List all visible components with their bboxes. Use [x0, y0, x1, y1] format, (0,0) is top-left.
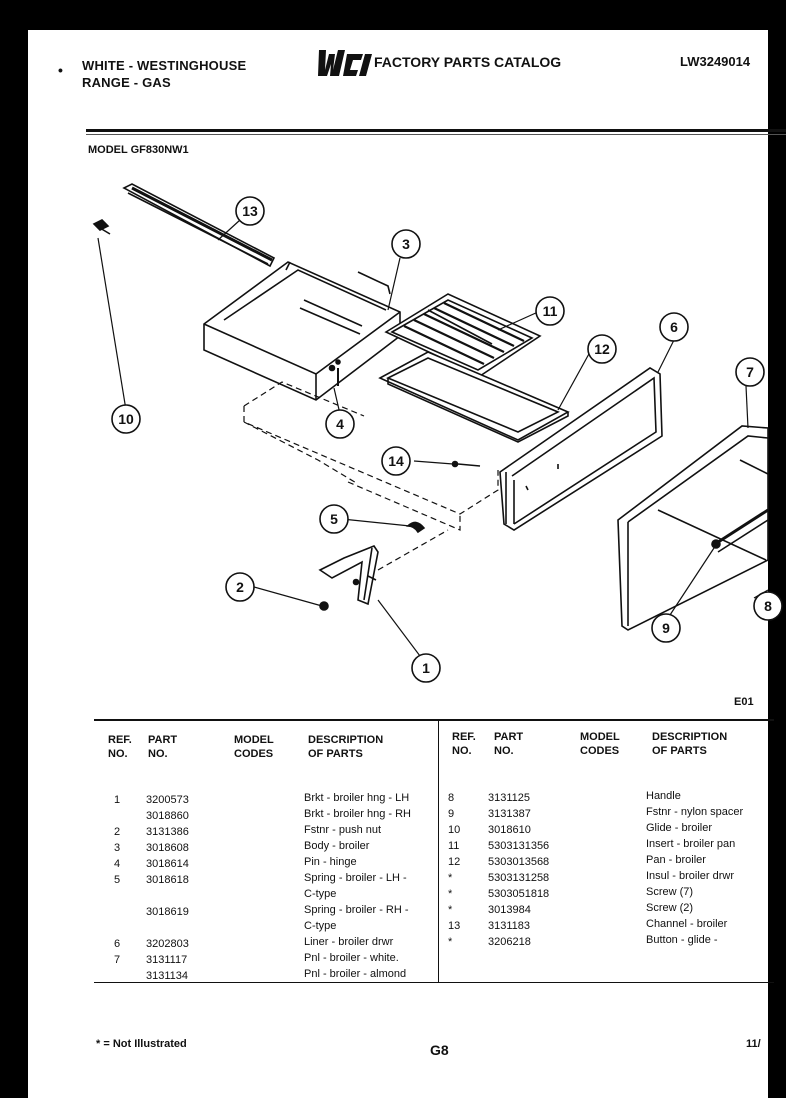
callout-11: 11 — [535, 296, 565, 326]
leader-lines — [97, 219, 769, 657]
callout-7: 7 — [735, 357, 765, 387]
table-divider — [438, 719, 439, 982]
drawer-outline — [243, 381, 499, 571]
footnote: * = Not Illustrated — [96, 1038, 187, 1050]
table-bottom-rule — [94, 982, 774, 983]
callout-8-label: 8 — [764, 598, 772, 614]
figure-code: E01 — [734, 696, 754, 708]
callout-13-label: 13 — [242, 203, 258, 219]
callout-14: 14 — [381, 446, 411, 476]
callout-13: 13 — [235, 196, 265, 226]
part-5-spring — [406, 521, 426, 534]
callout-6: 6 — [659, 312, 689, 342]
part-6-liner — [499, 367, 663, 531]
callout-5: 5 — [319, 504, 349, 534]
catalog-code: LW3249014 — [680, 54, 751, 69]
callout-3-label: 3 — [402, 236, 410, 252]
callout-4: 4 — [325, 409, 355, 439]
callout-2: 2 — [225, 572, 255, 602]
callout-2-label: 2 — [236, 579, 244, 595]
manufacturer-name: WHITE - WESTINGHOUSE — [82, 58, 247, 73]
callout-5-label: 5 — [330, 511, 338, 527]
part-11-insert — [384, 293, 542, 377]
part-14-screw — [451, 460, 481, 468]
callout-1: 1 — [411, 653, 441, 683]
part-13-channel — [122, 183, 276, 268]
manufacturer-heading: WHITE - WESTINGHOUSE RANGE - GAS — [82, 57, 246, 91]
callout-12-label: 12 — [594, 341, 610, 357]
callout-11-label: 11 — [543, 303, 558, 319]
exploded-parts-diagram: 13 10 3 11 12 6 7 4 14 5 2 1 9 8 — [92, 183, 783, 683]
product-type: RANGE - GAS — [82, 75, 171, 90]
wci-logo — [318, 50, 372, 76]
header-rule — [86, 129, 786, 132]
part-7-panel — [617, 425, 769, 631]
callout-14-label: 14 — [388, 453, 404, 469]
callout-8: 8 — [753, 591, 783, 621]
part-1-bracket — [318, 545, 379, 606]
part-9-rail — [711, 508, 769, 553]
callout-12: 12 — [587, 334, 617, 364]
part-10-glide — [92, 219, 111, 235]
part-12-pan — [378, 351, 570, 443]
callout-9-label: 9 — [662, 620, 670, 636]
catalog-page: • WHITE - WESTINGHOUSE RANGE - GAS FACTO… — [28, 30, 786, 1098]
col-ref-right: REF.NO. — [452, 731, 476, 757]
callout-6-label: 6 — [670, 319, 678, 335]
part-3-body — [203, 261, 401, 401]
model-number: MODEL GF830NW1 — [88, 144, 189, 156]
col-ref-left: REF.NO. — [108, 734, 132, 760]
header-rule-thin — [86, 134, 786, 135]
page-number: G8 — [430, 1042, 449, 1058]
callout-3: 3 — [391, 229, 421, 259]
callout-4-label: 4 — [336, 416, 344, 432]
page-date: 11/ — [746, 1038, 761, 1050]
callout-1-label: 1 — [422, 660, 430, 676]
bullet-mark: • — [58, 62, 63, 78]
callout-10-label: 10 — [118, 411, 134, 427]
catalog-title: FACTORY PARTS CATALOG — [374, 54, 562, 70]
callout-7-label: 7 — [746, 364, 754, 380]
table-top-rule — [94, 719, 774, 721]
callout-9: 9 — [651, 613, 681, 643]
callout-10: 10 — [111, 404, 141, 434]
